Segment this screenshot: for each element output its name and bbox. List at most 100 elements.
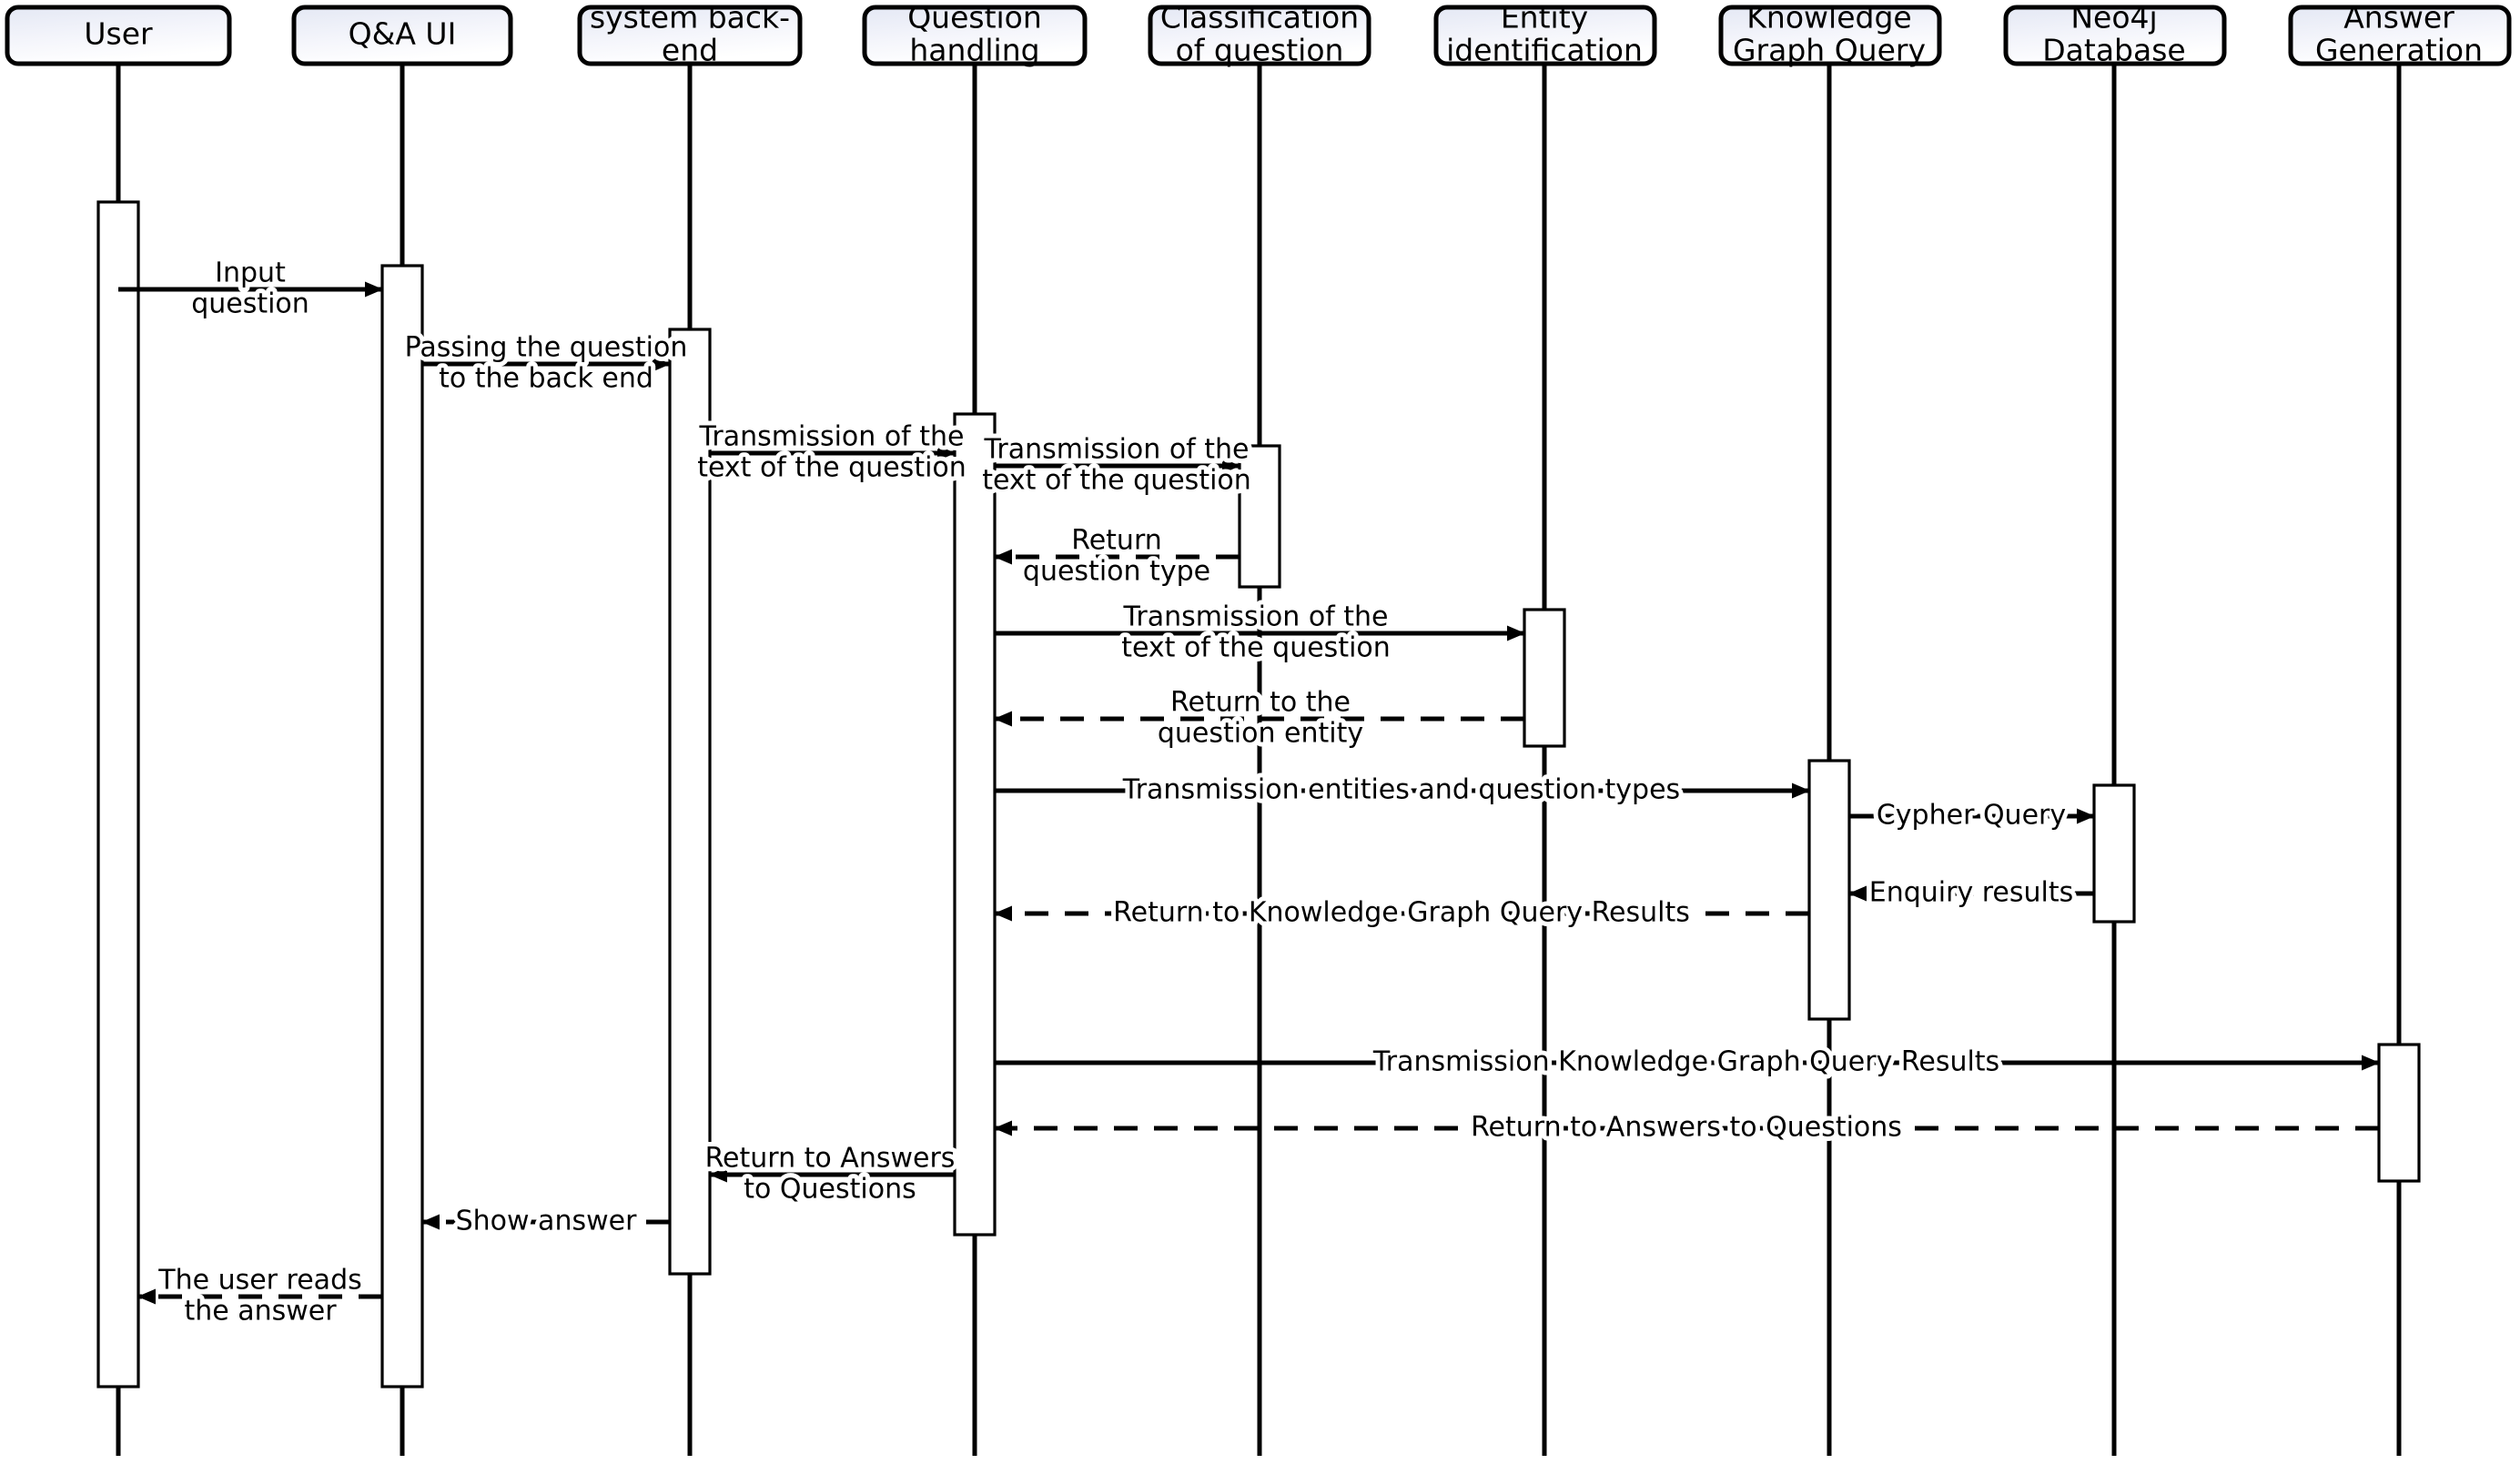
message-label: Return (1071, 525, 1162, 557)
participant-label: of question (1176, 33, 1344, 68)
message-label: Show answer (456, 1206, 638, 1237)
message-label: Return to Answers (705, 1143, 956, 1175)
message-label-halo: text of the question (697, 452, 967, 484)
message-label: to the back end (439, 363, 653, 395)
lifelines-layer (116, 64, 2402, 1456)
message-label: Transmission Knowledge Graph Query Resul… (1372, 1046, 1999, 1078)
activation-bar-answergen (2377, 1043, 2421, 1183)
message-label-halo: Return (1071, 525, 1162, 557)
message-label-halo: Transmission of the (698, 421, 964, 453)
message-label: Return to the (1170, 687, 1351, 719)
message-label: Transmission of the (1122, 601, 1388, 633)
message-label: Passing the question (405, 332, 688, 364)
message-label: text of the question (1121, 632, 1391, 664)
message-label-halo: text of the question (982, 465, 1251, 497)
message-label: text of the question (697, 452, 967, 484)
participant-label: User (84, 16, 153, 52)
message-label: Return to Answers to Questions (1471, 1112, 1902, 1144)
participant-label: Knowledge (1746, 0, 1911, 35)
message-label: Cypher Query (1877, 800, 2066, 832)
message-label: to Questions (744, 1174, 916, 1206)
message-label-halo: text of the question (1121, 632, 1391, 664)
message-label-halo: the answer (184, 1296, 337, 1328)
activation-bar-qa_ui (380, 264, 424, 1388)
activation-bar-qhandling (953, 412, 997, 1237)
message-label: Input (215, 257, 286, 289)
participant-label: system back- (590, 0, 790, 35)
participant-label: end (662, 33, 718, 68)
message-label-halo: Enquiry results (1869, 877, 2074, 909)
message-label: Transmission of the (698, 421, 964, 453)
participant-label: Graph Query (1733, 33, 1926, 68)
message-label-halo: Transmission entities and question types (1122, 774, 1680, 806)
message-label-halo: Return to Knowledge Graph Query Results (1113, 897, 1690, 929)
message-label-halo: The user reads (157, 1265, 362, 1297)
participant-label: Classification (1160, 0, 1359, 35)
participant-label: Database (2042, 33, 2185, 68)
participant-label: Neo4j (2070, 0, 2157, 35)
message-12: Transmission Knowledge Graph Query Resul… (995, 1042, 2380, 1083)
participant-boxes-layer: User Q&A UI system back-end Questionhandlin… (5, 0, 2512, 68)
participant-box-qa_ui[interactable]: Q&A UI (291, 5, 513, 66)
activation-bar-qclass (1238, 444, 1281, 589)
message-label-halo: Return to Answers to Questions (1471, 1112, 1902, 1144)
activation-bar-kgquery (1807, 759, 1851, 1021)
message-label-halo: Cypher Query (1877, 800, 2066, 832)
message-label: The user reads (157, 1265, 362, 1297)
message-label: Enquiry results (1869, 877, 2074, 909)
message-label: Return to Knowledge Graph Query Results (1113, 897, 1690, 929)
participant-box-backend[interactable]: system back-end (577, 0, 803, 68)
activation-bar-user (96, 200, 140, 1388)
participant-label: Answer (2343, 0, 2454, 35)
message-label-halo: Passing the question (405, 332, 688, 364)
message-label-halo: Transmission Knowledge Graph Query Resul… (1372, 1046, 1999, 1078)
activation-bar-entityid (1523, 608, 1566, 748)
participant-label: Entity (1501, 0, 1588, 35)
message-label-halo: question (191, 288, 309, 320)
participant-label: identification (1446, 33, 1643, 68)
participant-box-user[interactable]: User (5, 5, 232, 66)
message-label-halo: Return to the (1170, 687, 1351, 719)
participant-label: Q&A UI (349, 16, 457, 52)
message-label-halo: to the back end (439, 363, 653, 395)
message-label-halo: question type (1023, 556, 1210, 588)
message-label: Transmission of the (983, 434, 1249, 466)
message-8: Transmission entities and question types… (995, 770, 1810, 811)
message-label: text of the question (982, 465, 1251, 497)
participant-label: handling (909, 33, 1039, 68)
message-label-halo: to Questions (744, 1174, 916, 1206)
message-label: question type (1023, 556, 1210, 588)
activation-bar-neo4j (2092, 783, 2136, 924)
message-label: Transmission entities and question types (1122, 774, 1680, 806)
message-label-halo: Transmission of the (983, 434, 1249, 466)
message-10: Return to Knowledge Graph Query ResultsR… (994, 893, 1809, 934)
message-label: the answer (184, 1296, 337, 1328)
activations-layer (96, 200, 2421, 1388)
activation-bar-backend (668, 328, 712, 1276)
participant-label: Question (907, 0, 1042, 35)
message-label: question (191, 288, 309, 320)
message-label-halo: question entity (1158, 718, 1363, 750)
message-label: question entity (1158, 718, 1363, 750)
message-label-halo: Transmission of the (1122, 601, 1388, 633)
